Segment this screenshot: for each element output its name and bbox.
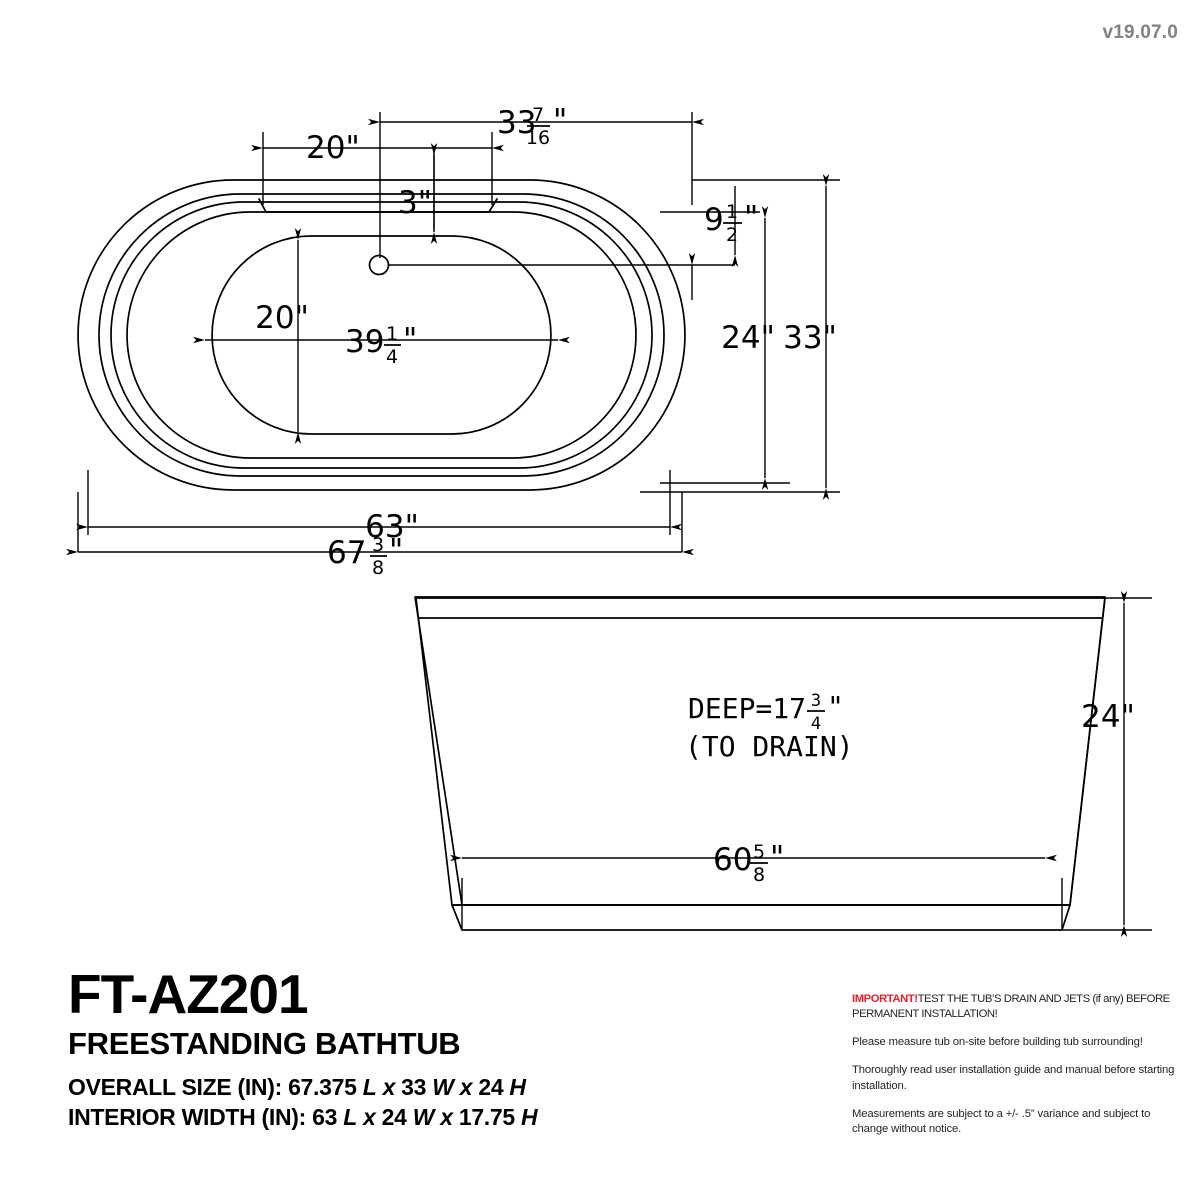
svg-text:5: 5 <box>753 841 765 863</box>
dim-label-20in-top: 20" <box>306 130 360 166</box>
svg-text:": " <box>389 533 403 569</box>
svg-text:39: 39 <box>345 324 384 360</box>
tub-outline-outer <box>77 179 686 491</box>
dim-label-39-1-4: 39 1 4 " <box>345 322 417 368</box>
svg-text:8: 8 <box>753 864 765 886</box>
svg-text:4: 4 <box>811 714 821 734</box>
svg-text:": " <box>827 690 844 723</box>
overall-size-value-1: 67.375 <box>288 1073 357 1100</box>
model-code: FT-AZ201 <box>68 963 309 1025</box>
svg-text:": " <box>770 840 784 876</box>
svg-text:": " <box>553 103 567 139</box>
tub-outline-2 <box>98 193 665 477</box>
dim-label-33in: 33" <box>783 320 837 356</box>
interior-x-2: x <box>440 1104 453 1130</box>
dim-label-3in: 3" <box>398 185 432 221</box>
svg-text:9: 9 <box>704 202 724 238</box>
dim-label-20in-interior: 20" <box>255 300 309 336</box>
svg-text:2: 2 <box>726 224 738 246</box>
note-variance: Measurements are subject to a +/- .5” va… <box>852 1107 1151 1135</box>
svg-text:60: 60 <box>713 842 752 878</box>
interior-value-1: 63 <box>312 1104 338 1130</box>
svg-text:3: 3 <box>811 691 821 711</box>
svg-text:33: 33 <box>497 105 536 141</box>
svg-text:DEEP=17: DEEP=17 <box>688 692 806 725</box>
product-type: FREESTANDING BATHTUB <box>68 1026 461 1062</box>
overall-size-unit-3: H <box>509 1073 526 1100</box>
svg-text:1: 1 <box>726 201 738 223</box>
interior-unit-3: H <box>520 1104 538 1130</box>
dim-label-9half: 9 1 2 " <box>704 200 758 246</box>
note-read-guide: Thoroughly read user installation guide … <box>852 1064 1175 1092</box>
interior-width-label: INTERIOR WIDTH (IN): <box>68 1104 307 1130</box>
side-view-group: DEEP=17 3 4 " (TO DRAIN) 24" 60 5 8 " <box>414 591 1152 937</box>
top-view-group: 20" 33 7 16 " 3" 9 1 2 " 24" <box>66 103 840 579</box>
overall-size-x-1: x <box>382 1073 396 1100</box>
svg-text:3: 3 <box>372 534 384 556</box>
dim-label-63in: 63" <box>365 509 419 545</box>
overall-size-unit-1: L <box>362 1073 377 1100</box>
tub-base-plinth <box>451 904 1071 931</box>
title-block: FT-AZ201 FREESTANDING BATHTUB OVERALL SI… <box>68 966 628 1132</box>
overall-size-line: OVERALL SIZE (IN): 67.375 L x 33 W x 24 … <box>68 1072 628 1102</box>
svg-text:1: 1 <box>386 323 398 345</box>
svg-text:(TO DRAIN): (TO DRAIN) <box>685 730 854 763</box>
svg-text:": " <box>403 322 417 358</box>
note-important: IMPORTANT!TEST THE TUB’S DRAIN AND JETS … <box>852 992 1182 1022</box>
overall-size-label: OVERALL SIZE (IN): <box>68 1073 282 1100</box>
important-flag: IMPORTANT! <box>852 993 918 1005</box>
dim-label-24in-top: 24" <box>721 320 775 356</box>
overall-size-value-3: 24 <box>478 1073 504 1100</box>
note-measure: Please measure tub on-site before buildi… <box>852 1036 1143 1049</box>
svg-text:7: 7 <box>532 104 544 126</box>
svg-text:16: 16 <box>526 127 550 149</box>
svg-text:4: 4 <box>386 346 398 368</box>
drain-icon <box>368 254 390 276</box>
tub-outline-inner-rim <box>126 211 637 459</box>
interior-unit-2: W <box>412 1104 435 1130</box>
interior-value-3: 17.75 <box>458 1104 515 1130</box>
overall-size-unit-2: W <box>432 1073 454 1100</box>
overall-size-value-2: 33 <box>401 1073 427 1100</box>
dim-label-33-7-16: 33 7 16 " <box>497 103 567 149</box>
svg-text:8: 8 <box>372 557 384 579</box>
interior-value-2: 24 <box>381 1104 407 1130</box>
notes-block: IMPORTANT!TEST THE TUB’S DRAIN AND JETS … <box>852 992 1182 1137</box>
interior-width-line: INTERIOR WIDTH (IN): 63 L x 24 W x 17.75… <box>68 1102 628 1132</box>
svg-text:67: 67 <box>327 535 366 571</box>
rim-slot-detail <box>258 198 498 213</box>
dim-label-24in-side: 24" <box>1081 699 1135 735</box>
important-rest: TEST THE TUB’S DRAIN AND JETS (if any) B… <box>852 993 1170 1021</box>
svg-text:": " <box>744 200 758 236</box>
version-tag: v19.07.0 <box>1102 22 1178 43</box>
tub-basin-outline <box>211 235 552 435</box>
dim-label-60-5-8: 60 5 8 " <box>713 840 784 886</box>
interior-x-1: x <box>363 1104 376 1130</box>
tub-outline-3 <box>110 201 653 469</box>
overall-size-x-2: x <box>459 1073 473 1100</box>
dim-label-67-3-8: 67 3 8 " <box>327 533 403 579</box>
depth-callout: DEEP=17 3 4 " (TO DRAIN) <box>685 690 854 763</box>
interior-unit-1: L <box>343 1104 357 1130</box>
